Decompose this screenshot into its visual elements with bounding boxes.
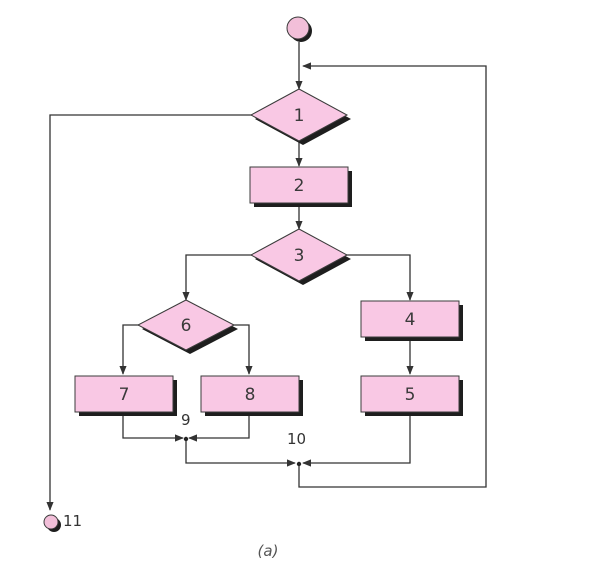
edge-7-to-9 (122, 410, 184, 442)
process-node-2: 2 (249, 166, 352, 207)
end-terminal-11: 11 (43, 512, 82, 532)
process-node-8: 8 (200, 375, 303, 416)
junction-10: 10 (287, 430, 306, 467)
junction-9: 9 (181, 411, 191, 442)
edge-1-to-11 (46, 114, 252, 511)
decision-node-3: 3 (249, 228, 351, 285)
process-4-label: 4 (405, 310, 416, 330)
process-2-label: 2 (294, 176, 305, 196)
decision-6-label: 6 (181, 316, 192, 336)
process-node-4: 4 (360, 300, 463, 341)
edge-6-to-7 (119, 324, 144, 375)
edge-3-to-6 (182, 254, 252, 301)
process-5-label: 5 (405, 385, 416, 405)
decision-node-6: 6 (136, 299, 238, 354)
process-8-label: 8 (245, 385, 256, 405)
edge-10-loop-to-1 (298, 62, 487, 488)
edge-9-to-10 (185, 441, 296, 467)
edge-5-to-10 (302, 410, 411, 467)
start-terminal (286, 16, 312, 42)
figure-caption: (a) (258, 542, 279, 560)
edges (46, 42, 487, 511)
edge-8-to-9 (188, 410, 250, 442)
decision-3-label: 3 (294, 246, 305, 266)
decision-node-1: 1 (249, 88, 351, 145)
process-node-7: 7 (74, 375, 177, 416)
junction-9-label: 9 (181, 411, 191, 429)
junction-10-dot (296, 461, 302, 467)
decision-1-label: 1 (294, 106, 305, 126)
junction-10-label: 10 (287, 430, 306, 448)
edge-3-to-4 (346, 254, 414, 301)
process-7-label: 7 (119, 385, 130, 405)
process-node-5: 5 (360, 375, 463, 416)
junction-11-label: 11 (63, 512, 82, 530)
junction-9-dot (183, 436, 189, 442)
